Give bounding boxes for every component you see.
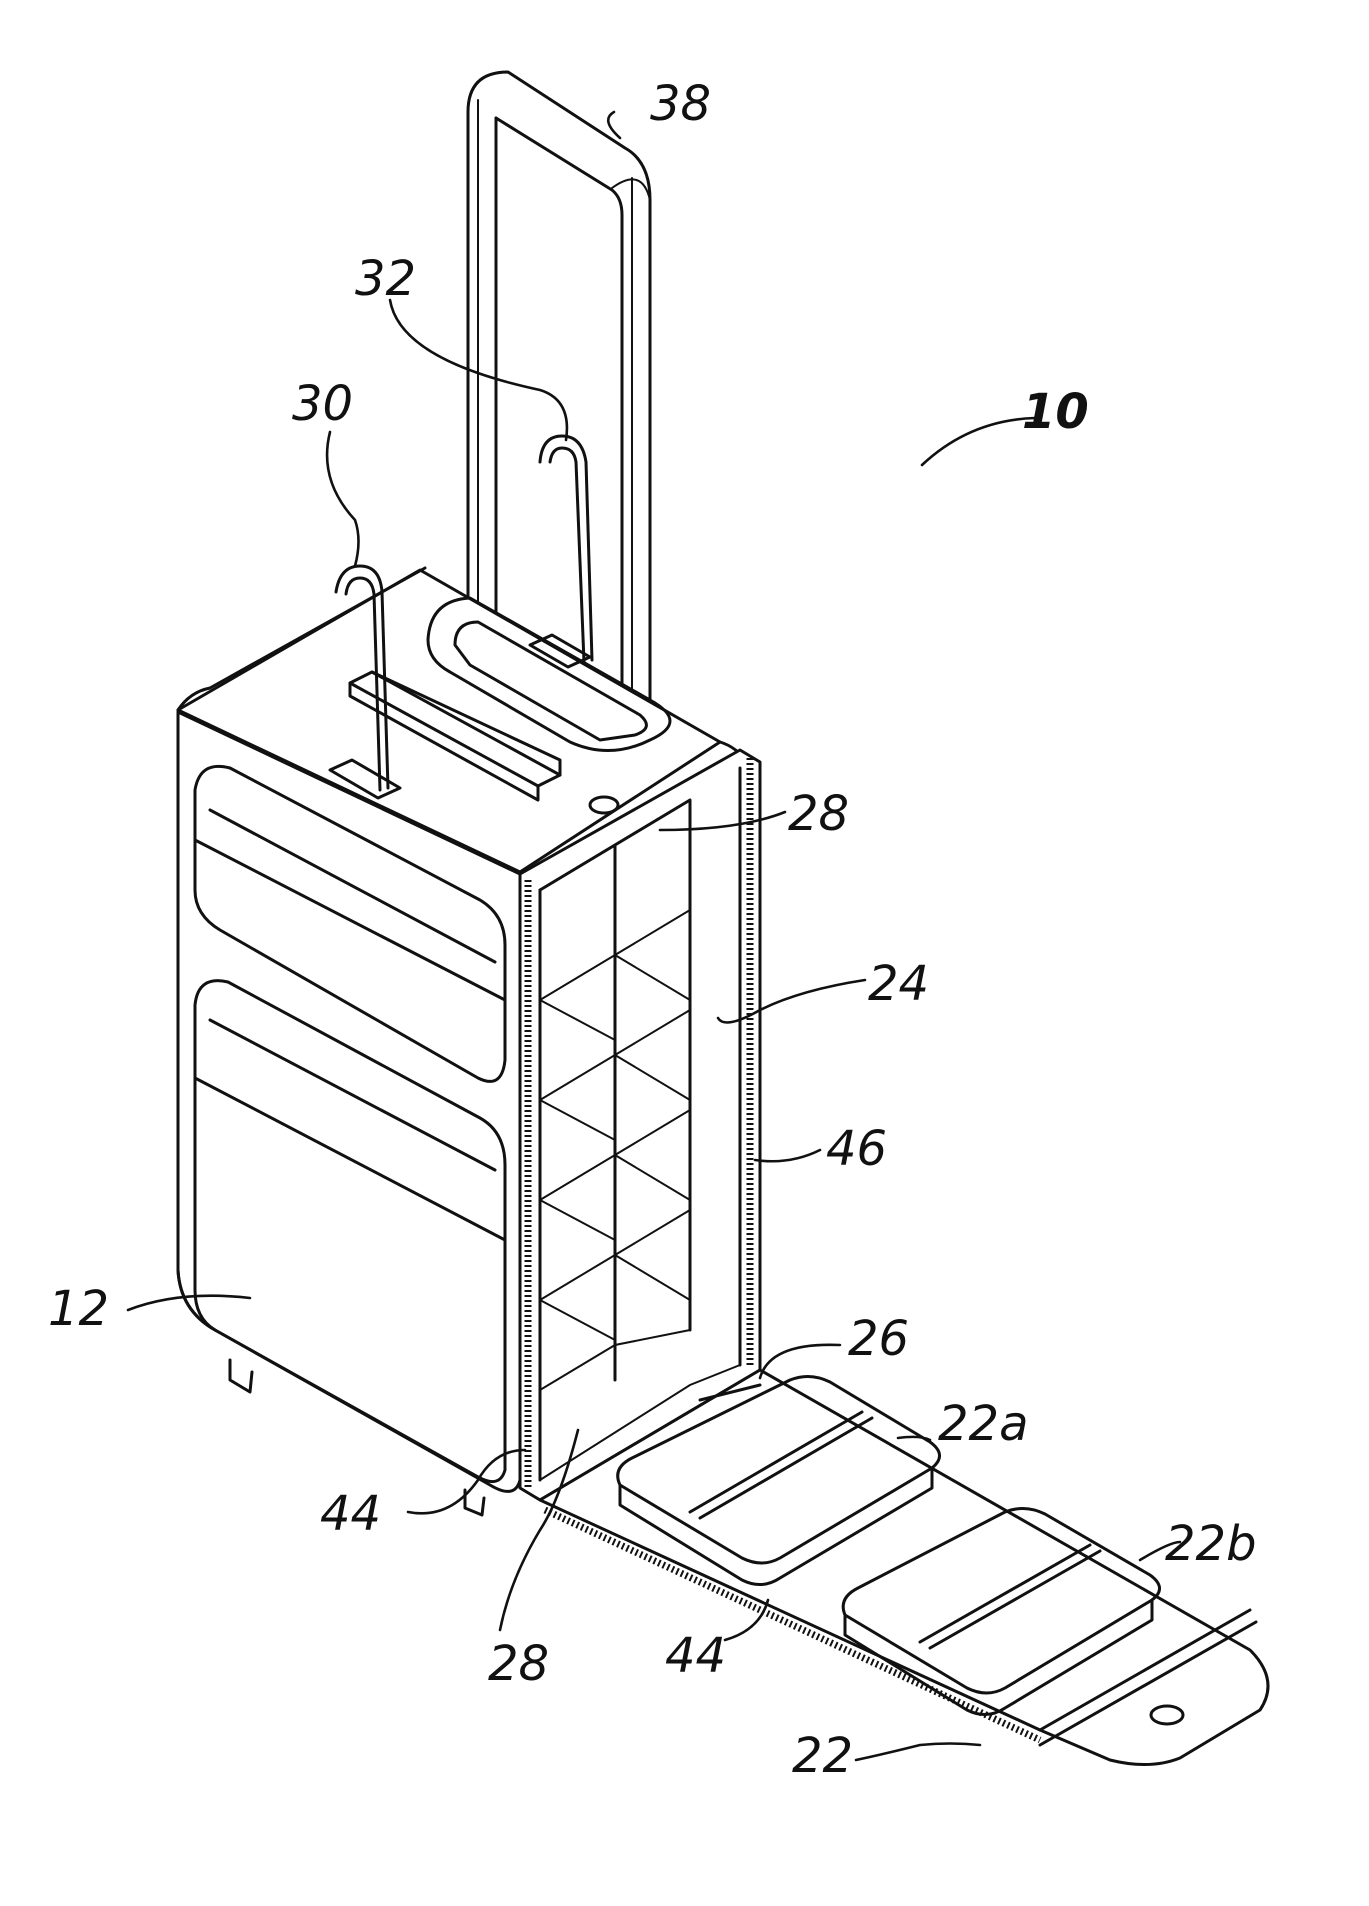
label-44-bottom: 44 <box>665 1628 726 1684</box>
label-22b: 22b <box>1165 1516 1257 1572</box>
label-32: 32 <box>355 251 416 307</box>
label-26: 26 <box>848 1311 909 1367</box>
hook-right <box>540 436 592 662</box>
label-24: 24 <box>868 956 929 1012</box>
label-12: 12 <box>48 1281 109 1337</box>
label-28-lower: 28 <box>488 1636 549 1692</box>
label-46: 46 <box>826 1121 887 1177</box>
label-38: 38 <box>650 76 711 132</box>
open-compartment <box>520 750 760 1500</box>
label-30: 30 <box>292 376 353 432</box>
label-22a: 22a <box>938 1396 1029 1452</box>
label-10: 10 <box>1022 384 1089 440</box>
label-28-upper: 28 <box>788 786 849 842</box>
label-22: 22 <box>792 1728 853 1784</box>
label-44-left: 44 <box>320 1486 381 1542</box>
